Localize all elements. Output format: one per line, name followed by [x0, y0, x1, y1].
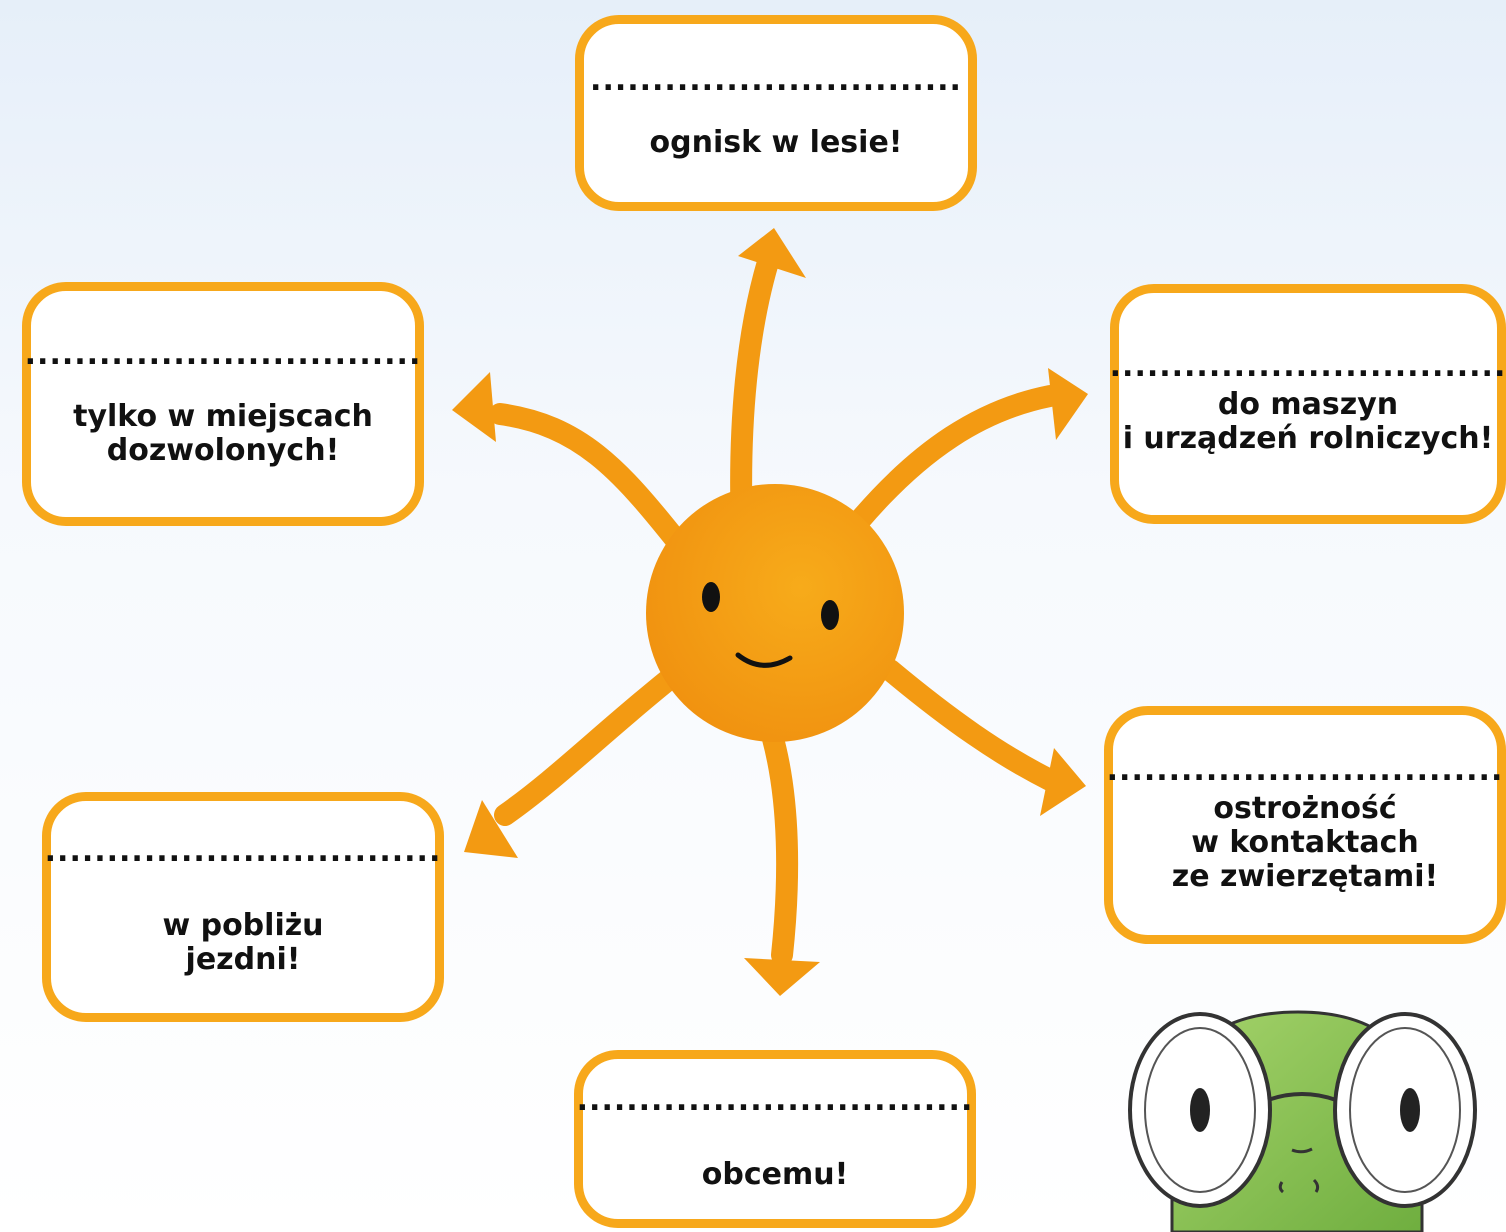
- blank-line[interactable]: ..............................: [590, 63, 962, 98]
- blank-line[interactable]: ................................: [576, 1083, 974, 1118]
- arrowhead-lower-left: [464, 800, 518, 858]
- arrowhead-upper-left: [452, 372, 496, 442]
- arrow-lower-right: [879, 659, 1061, 791]
- turtle-with-glasses-icon: [1128, 1010, 1477, 1232]
- arrow-lower-left: [494, 669, 679, 826]
- box-upper-left: ................................ tylko w…: [22, 282, 424, 526]
- box-text-line: w kontaktach: [1191, 825, 1419, 860]
- arrowhead-down: [744, 958, 820, 996]
- box-text-line: ognisk w lesie!: [649, 125, 903, 160]
- box-text-line: do maszyn: [1217, 387, 1399, 422]
- box-text-line: tylko w miejscach: [73, 399, 373, 434]
- smiling-sun-icon: [646, 484, 904, 742]
- box-text-line: jezdni!: [185, 942, 301, 977]
- blank-line[interactable]: ................................: [24, 337, 422, 372]
- blank-line[interactable]: ................................: [1109, 349, 1506, 384]
- box-lower-right: ................................ ostrożn…: [1104, 706, 1506, 944]
- blank-line[interactable]: ................................: [44, 834, 442, 869]
- box-top: .............................. ognisk w …: [575, 15, 977, 211]
- arrowhead-up: [738, 228, 806, 278]
- box-text-line: ze zwierzętami!: [1171, 859, 1439, 894]
- box-upper-right: ................................ do masz…: [1110, 284, 1506, 524]
- box-bottom: ................................ obcemu!: [574, 1050, 976, 1228]
- box-text-line: dozwolonych!: [106, 433, 340, 468]
- box-lower-left: ................................ w pobli…: [42, 792, 444, 1022]
- box-text-line: obcemu!: [701, 1157, 849, 1192]
- box-text-line: i urządzeń rolniczych!: [1122, 421, 1494, 456]
- arrowhead-lower-right: [1040, 748, 1086, 816]
- arrow-upper-left: [489, 403, 687, 551]
- box-text-line: w pobliżu: [162, 908, 324, 943]
- arrow-upper-right: [849, 385, 1061, 531]
- box-text-line: ostrożność: [1213, 791, 1397, 826]
- blank-line[interactable]: ................................: [1106, 753, 1504, 788]
- arrowhead-upper-right: [1048, 368, 1088, 440]
- arrow-down: [761, 724, 799, 966]
